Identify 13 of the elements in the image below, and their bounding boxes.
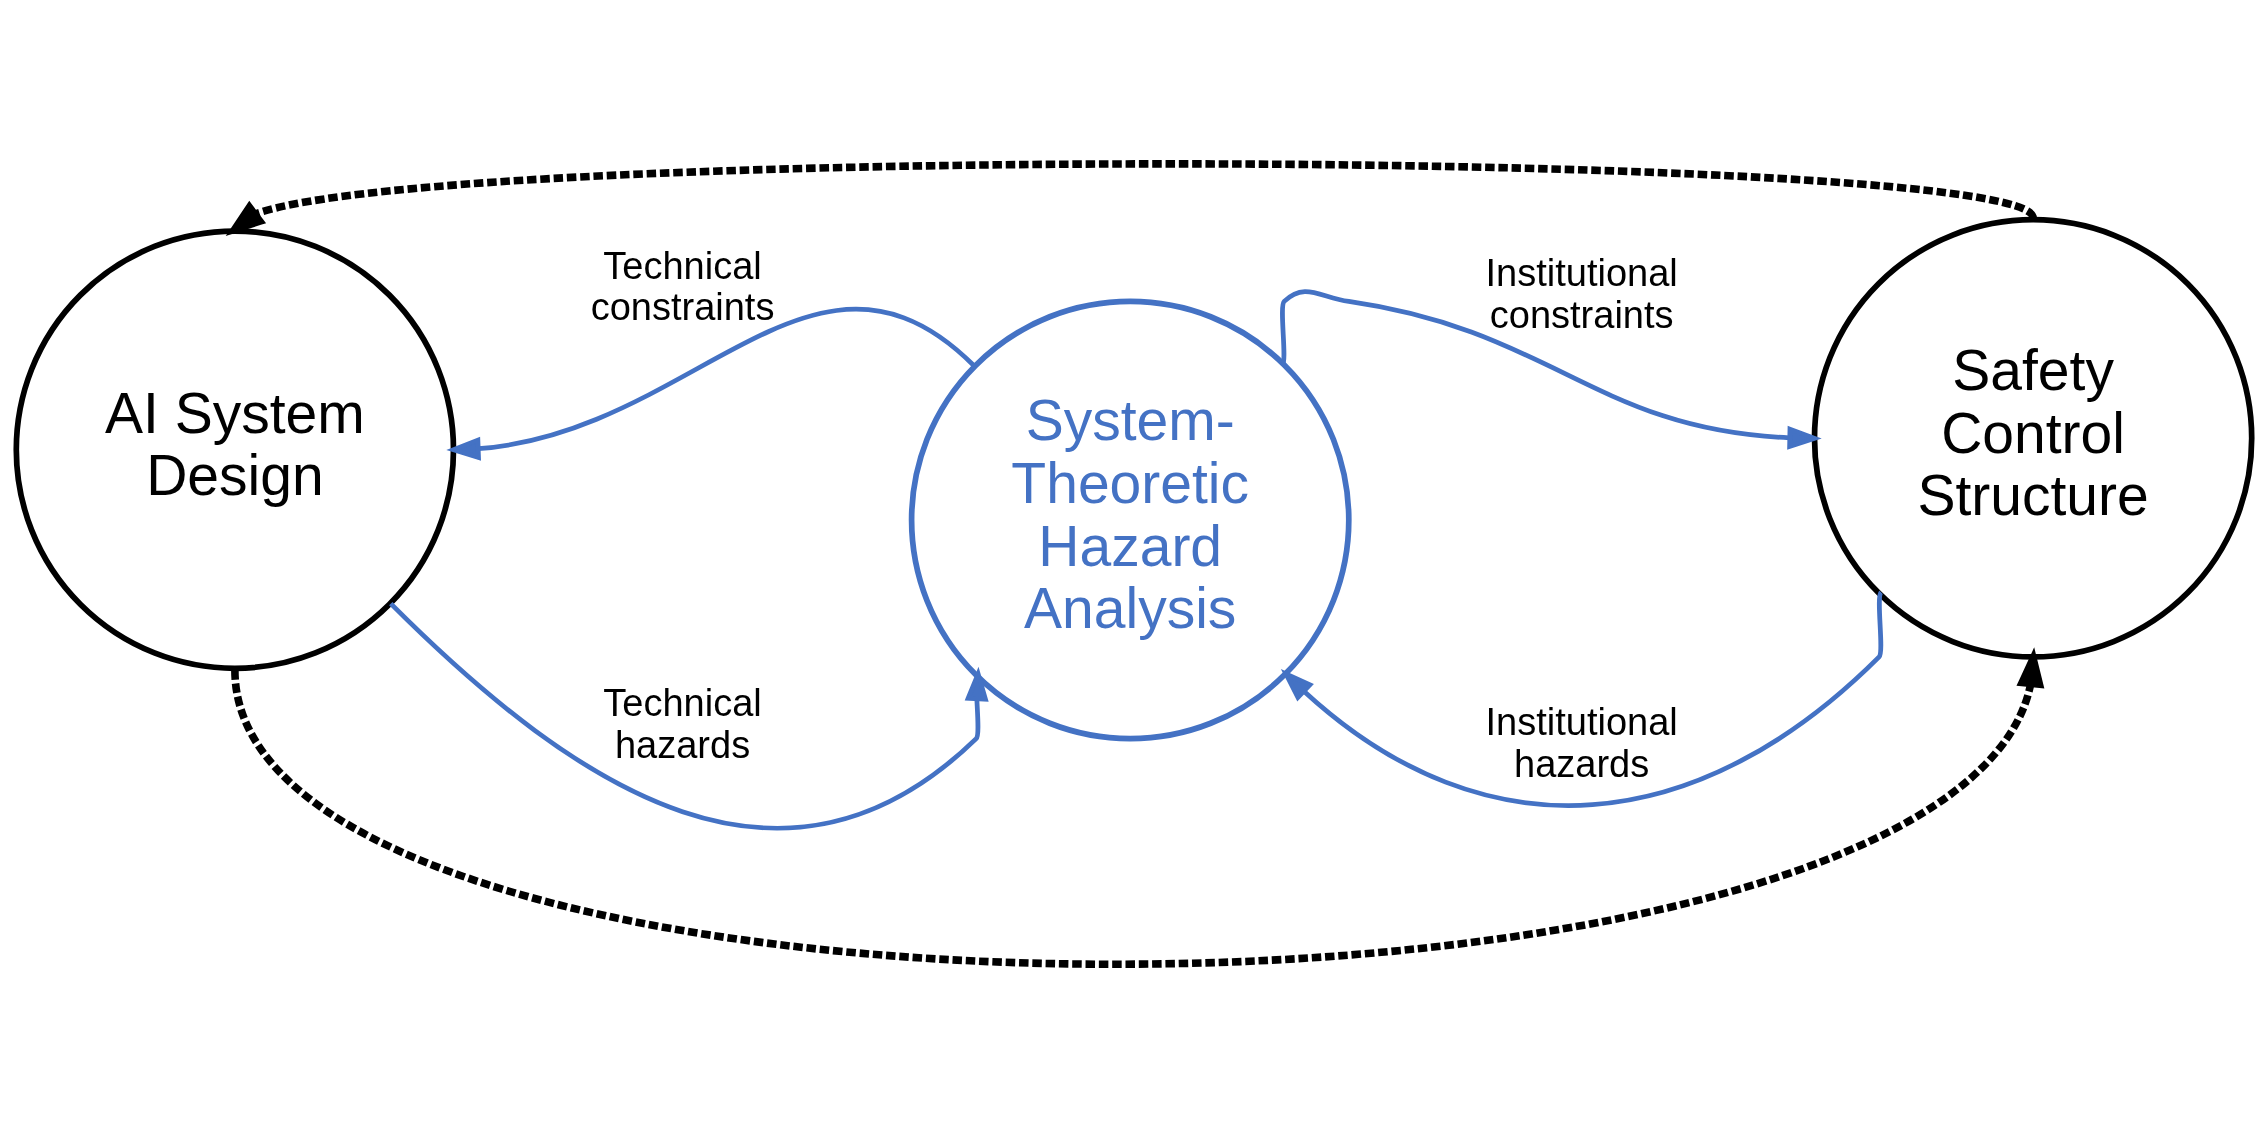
arrow [446,306,976,461]
node-circle: System-Theoretic Hazard Analysis [908,298,1352,741]
arrow [231,646,2045,968]
arrow [225,159,2035,236]
edge-label: Institutional constraints [1485,251,1678,336]
edge-label: Institutional hazards [1485,700,1678,785]
edge-label: Technical hazards [603,681,762,766]
arrow [1279,288,1822,450]
node-circle: AI System Design [13,227,457,671]
arrow [389,601,989,830]
node-circle: Safety Control Structure [1811,216,2255,660]
arrow [1280,591,1884,807]
edge-label: Technical constraints [590,244,775,328]
